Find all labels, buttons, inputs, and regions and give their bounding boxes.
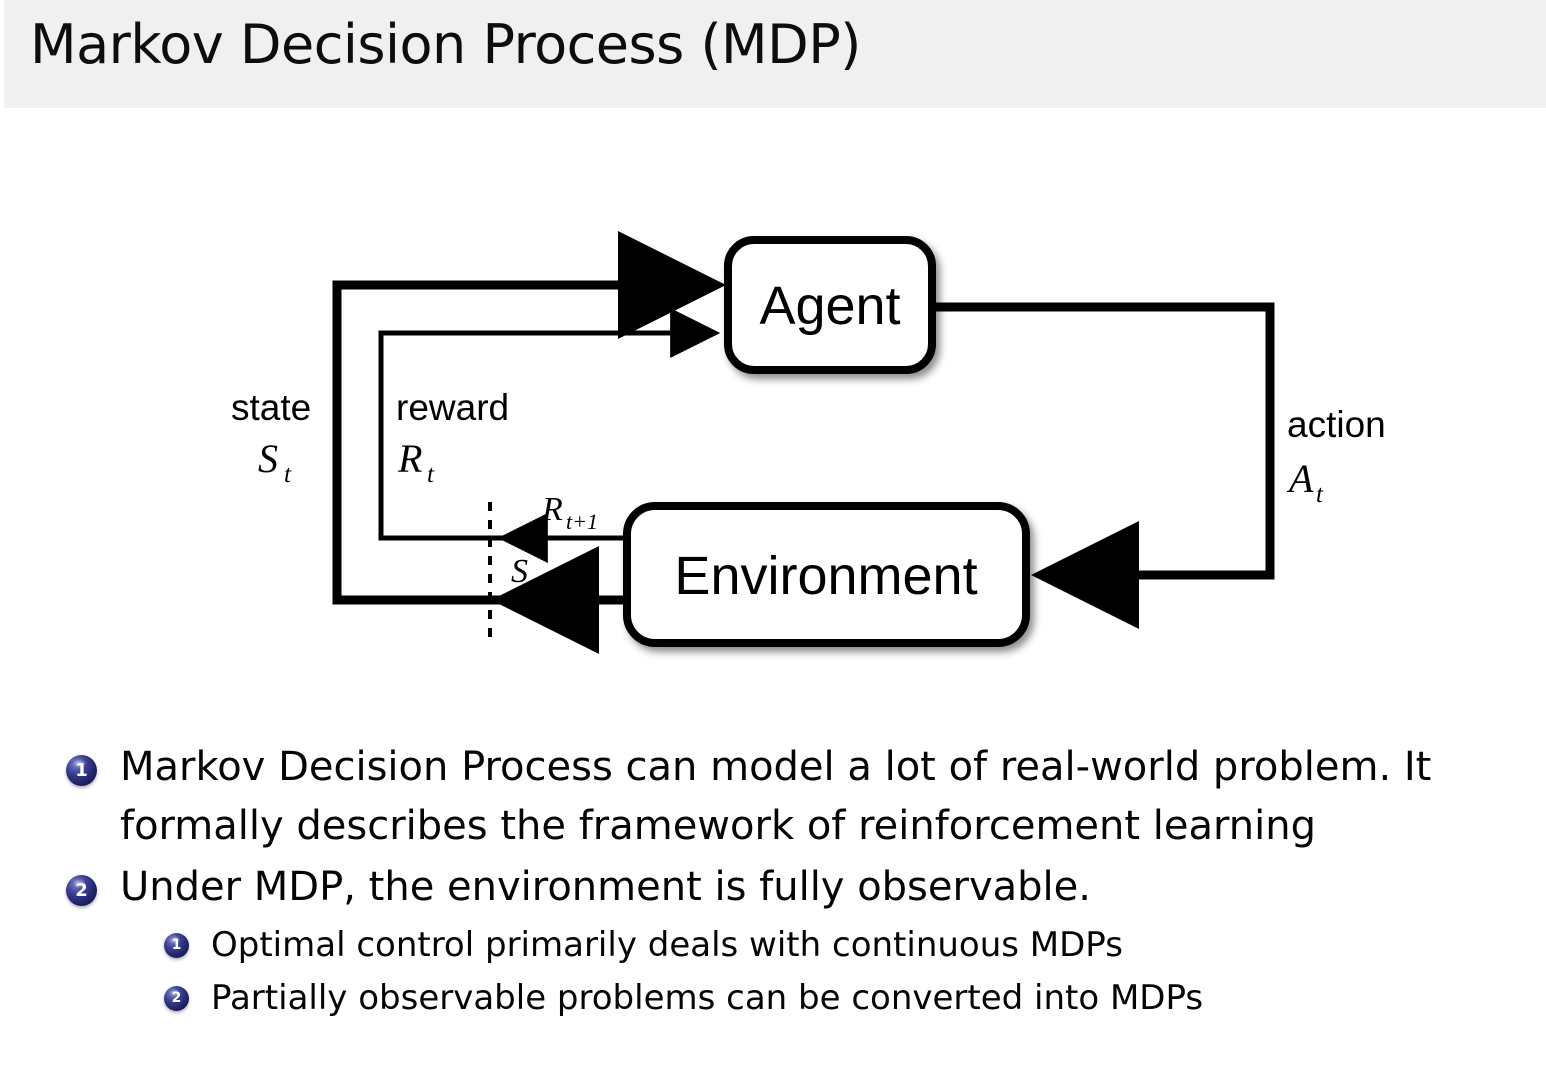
label-action-word: action	[1287, 404, 1386, 445]
bullet-marker-1: 1	[66, 755, 97, 786]
edge-action-loop	[932, 302, 1275, 629]
subbullet-marker-1: 1	[164, 933, 189, 958]
bullet-text-1-line2: formally describes the framework of rein…	[120, 803, 1316, 849]
list-item[interactable]: 2 Under MDP, the environment is fully ob…	[0, 858, 1546, 917]
label-state-next-symbol: S	[511, 553, 528, 590]
label-state-next-subscript: t+1	[534, 571, 566, 596]
list-item[interactable]: 2 Partially observable problems can be c…	[0, 972, 1546, 1025]
subbullet-marker-2: 2	[164, 986, 189, 1011]
subbullet-text-2: Partially observable problems can be con…	[211, 978, 1204, 1018]
label-state: state S t	[231, 387, 311, 488]
node-agent-label: Agent	[759, 276, 900, 336]
label-reward-word: reward	[396, 387, 509, 428]
label-action-symbol-subscript: t	[1316, 481, 1324, 508]
node-agent[interactable]: Agent	[724, 236, 936, 374]
bullet-text-2-line1: Under MDP, the environment is fully obse…	[120, 864, 1091, 910]
mdp-diagram: Agent Environment state S t reward R t	[0, 110, 1546, 710]
label-reward-symbol-subscript: t	[427, 461, 435, 488]
label-reward-next: R t+1	[541, 491, 598, 534]
label-action: action A t	[1286, 404, 1386, 508]
list-item[interactable]: 1 Optimal control primarily deals with c…	[0, 919, 1546, 972]
page-title: Markov Decision Process (MDP)	[30, 13, 861, 76]
node-environment-label: Environment	[674, 546, 977, 606]
bullet-list: 1 Markov Decision Process can model a lo…	[0, 738, 1546, 1025]
label-state-symbol: S	[258, 436, 278, 481]
label-state-word: state	[231, 387, 311, 428]
subbullet-text-1: Optimal control primarily deals with con…	[211, 925, 1123, 965]
label-reward-symbol: R	[397, 436, 422, 481]
list-item[interactable]: 1 Markov Decision Process can model a lo…	[0, 738, 1546, 856]
bullet-text-1: Markov Decision Process can model a lot …	[97, 738, 1546, 856]
slide-header-bar: Markov Decision Process (MDP)	[4, 0, 1546, 108]
node-environment[interactable]: Environment	[623, 502, 1030, 647]
label-state-next: S t+1	[511, 553, 566, 596]
label-state-symbol-subscript: t	[284, 461, 292, 488]
label-reward-next-subscript: t+1	[566, 509, 598, 534]
label-reward-next-symbol: R	[541, 491, 563, 528]
label-reward: reward R t	[396, 387, 509, 488]
bullet-text-1-line1: Markov Decision Process can model a lot …	[120, 744, 1432, 790]
bullet-marker-2: 2	[66, 875, 97, 906]
label-action-symbol: A	[1286, 456, 1314, 501]
bullet-text-2: Under MDP, the environment is fully obse…	[97, 858, 1546, 917]
